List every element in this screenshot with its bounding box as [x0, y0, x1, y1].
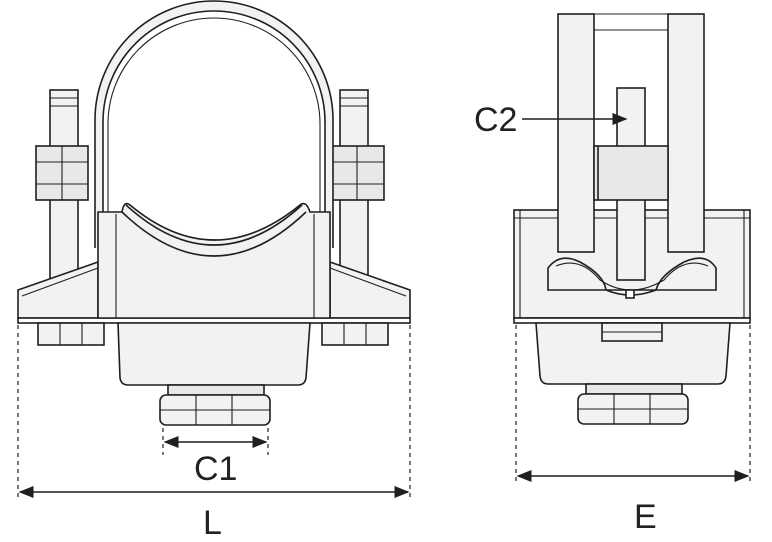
outlet-hex — [159, 394, 271, 426]
lower-housing — [117, 322, 311, 396]
c1-label: C1 — [194, 450, 237, 488]
base-nuts — [37, 322, 389, 346]
l-dimension — [17, 325, 411, 498]
c2-label: C2 — [474, 101, 517, 139]
side-saddle — [547, 257, 717, 299]
e-dimension — [515, 325, 751, 482]
side-outlet-hex — [577, 393, 689, 425]
side-strap-plates — [557, 13, 705, 253]
side-view — [513, 13, 751, 482]
side-stem — [593, 87, 669, 281]
side-lower-housing — [535, 322, 731, 395]
front-view — [17, 0, 411, 498]
c1-dimension — [162, 428, 269, 455]
l-label: L — [203, 504, 222, 542]
e-label: E — [634, 498, 657, 536]
u-strap — [94, 0, 334, 248]
central-body — [97, 202, 331, 319]
